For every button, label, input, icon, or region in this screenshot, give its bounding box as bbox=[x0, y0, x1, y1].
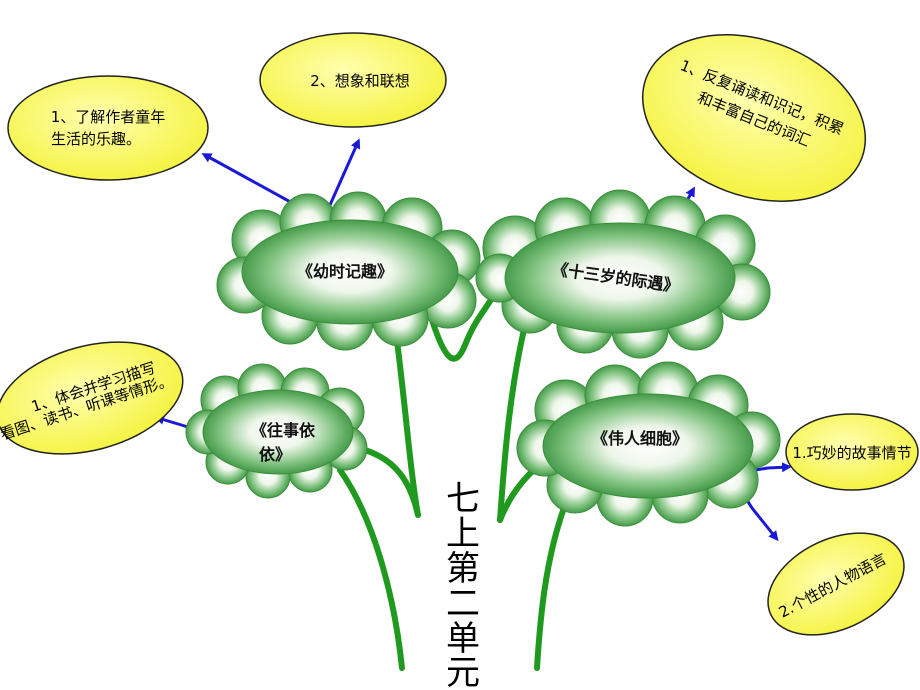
unit-title-char-1: 七 bbox=[446, 479, 480, 519]
cloud-wangshi-line1: 《往事依 bbox=[251, 421, 316, 440]
unit-title-char-5: 单 bbox=[446, 619, 480, 659]
cloud-shisan: 《十三岁的际遇》 bbox=[475, 189, 771, 359]
unit-title-char-3: 第 bbox=[446, 549, 480, 589]
unit-title-char-6: 元 bbox=[446, 653, 480, 690]
oval-6: 2.个性的人物语言 bbox=[767, 532, 905, 636]
unit-title-char-2: 上 bbox=[446, 514, 480, 554]
cloud-weiren-label: 《伟人细胞》 bbox=[592, 429, 688, 448]
oval-2: 2、想象和联想 bbox=[259, 32, 447, 128]
cloud-wangshi: 《往事依 依》 bbox=[185, 363, 368, 499]
oval-5: 1.巧妙的故事情节 bbox=[785, 413, 919, 491]
stem-weiren-lower bbox=[534, 502, 568, 671]
cloud-wangshi-line2: 依》 bbox=[259, 445, 291, 464]
oval-1: 1、了解作者童年 生活的乐趣。 bbox=[7, 75, 209, 181]
oval-5-line1: 1.巧妙的故事情节 bbox=[792, 444, 911, 462]
unit-title: 七 上 第 二 单 元 bbox=[446, 479, 480, 690]
arrow-to-oval-2 bbox=[328, 138, 361, 206]
oval-4: 1、体会并学习描写 看图、读书、听课等情形。 bbox=[0, 341, 184, 455]
cloud-youshi-label: 《幼时记趣》 bbox=[297, 262, 393, 281]
stem-youshi-loop bbox=[429, 295, 495, 362]
oval-3: 1、反复诵读和识记，积累 和丰富自己的词汇 bbox=[641, 34, 867, 202]
unit-title-char-4: 二 bbox=[446, 584, 480, 624]
oval-2-line1: 2、想象和联想 bbox=[310, 72, 410, 90]
arrow-to-oval-1 bbox=[201, 153, 306, 212]
oval-1-line1: 1、了解作者童年 bbox=[51, 108, 166, 126]
cloud-weiren: 《伟人细胞》 bbox=[516, 361, 781, 527]
oval-1-line2: 生活的乐趣。 bbox=[51, 130, 141, 148]
stem-wangshi bbox=[362, 447, 421, 518]
cloud-youshi: 《幼时记趣》 bbox=[216, 191, 481, 351]
stem-wangshi-lower bbox=[337, 467, 405, 671]
stem-shisan bbox=[497, 322, 528, 523]
